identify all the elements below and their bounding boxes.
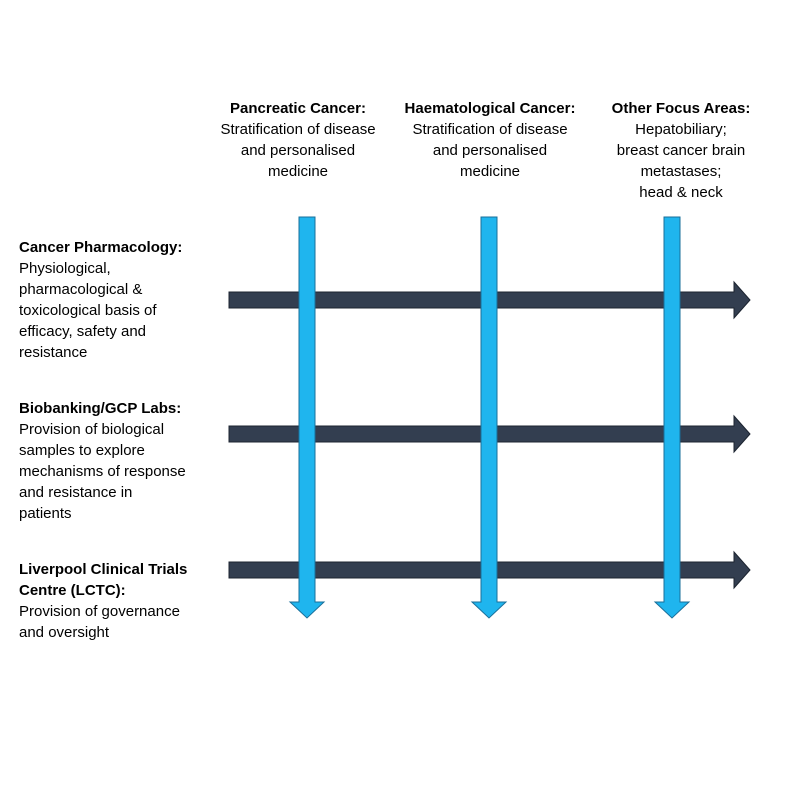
column-arrow-2 [470,216,508,619]
row-header-line: Physiological, [19,260,111,277]
row-header-line: mechanisms of response [19,463,186,480]
row-header-line: patients [19,505,72,522]
column-header-line: and personalised [432,142,548,159]
row-header-cancer-pharmacology: Cancer Pharmacology: Physiological, phar… [19,237,209,363]
column-header-line: medicine [267,163,329,180]
row-header-title: Biobanking/GCP Labs: [19,400,182,417]
column-header-line: breast cancer brain [616,142,746,159]
column-header-haematological-cancer: Haematological Cancer: Stratification of… [390,98,590,182]
row-header-line: samples to explore [19,442,145,459]
column-header-line: metastases; [640,163,722,180]
row-header-line: Provision of governance [19,603,180,620]
column-header-pancreatic-cancer: Pancreatic Cancer: Stratification of dis… [198,98,398,182]
column-header-title: Haematological Cancer: [404,100,576,117]
row-header-title: Liverpool Clinical Trials [19,561,188,578]
row-header-line: and oversight [19,624,110,641]
column-header-title: Pancreatic Cancer: [230,100,366,117]
column-header-line: Hepatobiliary; [635,121,727,138]
column-arrow-3 [653,216,691,619]
column-header-line: Stratification of disease [220,121,376,138]
row-header-line: and resistance in [19,484,133,501]
row-header-title: Centre (LCTC): [19,582,126,599]
row-header-line: resistance [19,344,88,361]
row-header-title: Cancer Pharmacology: [19,239,183,256]
row-header-liverpool-clinical-trials-centre: Liverpool Clinical Trials Centre (LCTC):… [19,559,209,643]
column-arrow-1 [288,216,326,619]
column-header-line: and personalised [240,142,356,159]
row-header-biobanking-gcp-labs: Biobanking/GCP Labs: Provision of biolog… [19,398,209,524]
column-header-line: head & neck [639,184,723,201]
column-header-title: Other Focus Areas: [611,100,751,117]
column-header-line: Stratification of disease [412,121,568,138]
column-arrows [288,216,691,619]
row-header-line: pharmacological & [19,281,143,298]
row-header-line: efficacy, safety and [19,323,147,340]
row-header-line: Provision of biological [19,421,165,438]
column-header-line: medicine [459,163,521,180]
column-header-other-focus-areas: Other Focus Areas: Hepatobiliary; breast… [581,98,781,203]
row-header-line: toxicological basis of [19,302,157,319]
